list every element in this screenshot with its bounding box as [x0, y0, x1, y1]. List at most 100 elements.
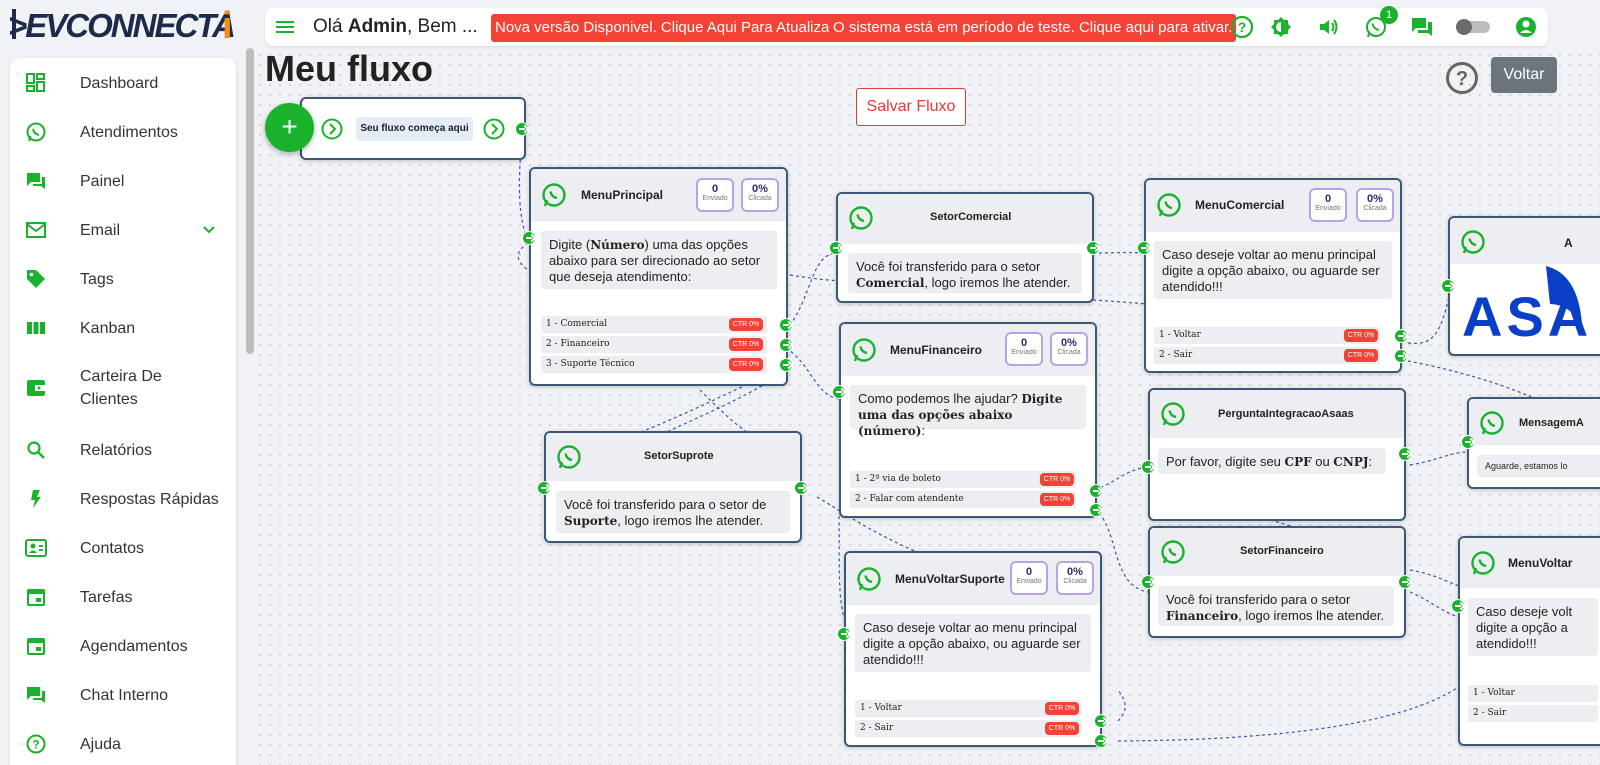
message-bold: Suporte	[564, 514, 618, 528]
whatsapp-icon	[1157, 193, 1181, 217]
output-port[interactable]	[794, 481, 808, 495]
sidebar-item-tarefas[interactable]: Tarefas	[10, 584, 236, 610]
whatsapp-icon[interactable]	[1364, 15, 1388, 39]
save-flow-button[interactable]: Salvar Fluxo	[856, 88, 966, 126]
calendar-icon	[24, 585, 48, 609]
output-port[interactable]	[1089, 503, 1103, 517]
output-port[interactable]	[1086, 241, 1100, 255]
sent-label: Enviado	[1011, 349, 1037, 356]
input-port[interactable]	[829, 241, 843, 255]
chat-icon[interactable]	[1410, 15, 1434, 39]
app-logo[interactable]: >EVCONNECTA i	[8, 0, 248, 50]
output-port[interactable]	[779, 318, 793, 332]
input-port[interactable]	[832, 385, 846, 399]
flow-node-pergunta-asaas[interactable]: PerguntaIntegracaoAsaas Por favor, digit…	[1148, 388, 1406, 521]
output-port[interactable]	[1394, 349, 1408, 363]
input-port[interactable]	[1137, 241, 1151, 255]
help-icon[interactable]: ?	[1230, 15, 1254, 39]
output-port[interactable]	[779, 358, 793, 372]
help-icon: ?	[24, 732, 48, 756]
whatsapp-icon	[1480, 411, 1504, 435]
sidebar-item-agendamentos[interactable]: Agendamentos	[10, 633, 236, 659]
message-text: Você foi transferido para o setor	[1166, 592, 1351, 607]
flow-start-node[interactable]: Seu fluxo começa aqui	[300, 97, 526, 160]
flash-icon	[24, 487, 48, 511]
logo-graphic: >EVCONNECTA i	[8, 5, 236, 47]
output-port[interactable]	[1398, 575, 1412, 589]
whatsapp-icon	[1161, 402, 1185, 426]
add-node-button[interactable]: +	[265, 103, 314, 152]
help-icon[interactable]: ?	[1445, 61, 1479, 95]
input-port[interactable]	[1461, 435, 1475, 449]
flow-node-setor-comercial[interactable]: SetorComercial Você foi transferido para…	[836, 192, 1094, 303]
output-port[interactable]	[1094, 734, 1108, 748]
trial-alert-button[interactable]: O sistema está em período de teste. Cliq…	[829, 14, 1237, 42]
flow-node-mensagem-a[interactable]: MensagemA Aguarde, estamos lo	[1467, 397, 1600, 489]
theme-toggle[interactable]	[1454, 18, 1492, 36]
chevron-down-icon[interactable]	[200, 221, 218, 239]
sidebar-item-label: Tarefas	[80, 588, 133, 606]
sidebar-scrollbar[interactable]	[246, 48, 254, 354]
back-button[interactable]: Voltar	[1491, 57, 1557, 93]
flow-node-asaas[interactable]: A ASA	[1448, 216, 1600, 356]
node-header	[838, 194, 1092, 244]
svg-text:?: ?	[1456, 68, 1468, 90]
input-port[interactable]	[522, 231, 536, 245]
sidebar-item-respostas-rapidas[interactable]: Respostas Rápidas	[10, 486, 236, 512]
node-header	[1450, 218, 1600, 264]
user-account-icon[interactable]	[1514, 15, 1538, 39]
sidebar-item-label: Agendamentos	[80, 637, 188, 655]
flow-start-label: Seu fluxo começa aqui	[356, 117, 473, 141]
input-port[interactable]	[1141, 460, 1155, 474]
output-port[interactable]	[1089, 484, 1103, 498]
flow-node-setor-financeiro[interactable]: SetorFinanceiro Você foi transferido par…	[1148, 526, 1406, 638]
whatsapp-icon	[1471, 551, 1495, 575]
ctr-badge: CTR 0%	[1040, 493, 1074, 506]
menu-icon[interactable]	[275, 17, 295, 37]
sidebar-item-label: Contatos	[80, 539, 145, 557]
sidebar-item-atendimentos[interactable]: Atendimentos	[10, 119, 236, 145]
clicked-label: Clicada	[1057, 349, 1081, 356]
sidebar-item-kanban[interactable]: Kanban	[10, 315, 236, 341]
node-message: Como podemos lhe ajudar? Digite uma das …	[850, 385, 1086, 438]
input-port[interactable]	[537, 481, 551, 495]
theme-icon[interactable]	[1269, 15, 1293, 39]
sidebar-item-carteira[interactable]: Carteira De Clientes	[10, 364, 236, 412]
update-alert-button[interactable]: Nova versão Disponivel. Clique Aqui Para…	[491, 14, 839, 42]
output-port[interactable]	[515, 122, 529, 136]
output-port[interactable]	[779, 338, 793, 352]
whatsapp-icon	[557, 445, 581, 469]
ctr-badge: CTR 0%	[729, 358, 763, 371]
output-port[interactable]	[1394, 329, 1408, 343]
output-port[interactable]	[1398, 447, 1412, 461]
sidebar-item-relatorios[interactable]: Relatórios	[10, 437, 236, 463]
whatsapp-badge: 1	[1380, 6, 1398, 24]
sidebar-item-email[interactable]: Email	[10, 217, 236, 243]
sidebar-item-dashboard[interactable]: Dashboard	[10, 70, 236, 96]
sidebar-item-label: Ajuda	[80, 735, 121, 753]
asaas-logo: ASA	[1462, 266, 1588, 348]
sidebar-item-chat-interno[interactable]: Chat Interno	[10, 682, 236, 708]
output-port[interactable]	[1094, 714, 1108, 728]
sidebar-item-tags[interactable]: Tags	[10, 266, 236, 292]
input-port[interactable]	[1451, 599, 1465, 613]
input-port[interactable]	[1141, 575, 1155, 589]
sent-label: Enviado	[1315, 205, 1341, 212]
flow-node-setor-suporte[interactable]: SetorSuprote Você foi transferido para o…	[544, 431, 802, 543]
flow-node-menu-voltar[interactable]: MenuVoltar Caso deseje volt digite a opç…	[1458, 536, 1600, 746]
sidebar-item-painel[interactable]: Painel	[10, 168, 236, 194]
svg-text:i: i	[222, 5, 233, 47]
sidebar-item-ajuda[interactable]: ? Ajuda	[10, 731, 236, 757]
input-port[interactable]	[837, 627, 851, 641]
message-bold: CNPJ	[1333, 455, 1369, 469]
input-port[interactable]	[1441, 279, 1455, 293]
clicked-count: 0%	[1061, 337, 1077, 349]
sidebar-item-contatos[interactable]: Contatos	[10, 535, 236, 561]
volume-icon[interactable]	[1317, 15, 1341, 39]
greeting-name: Admin	[347, 16, 407, 37]
